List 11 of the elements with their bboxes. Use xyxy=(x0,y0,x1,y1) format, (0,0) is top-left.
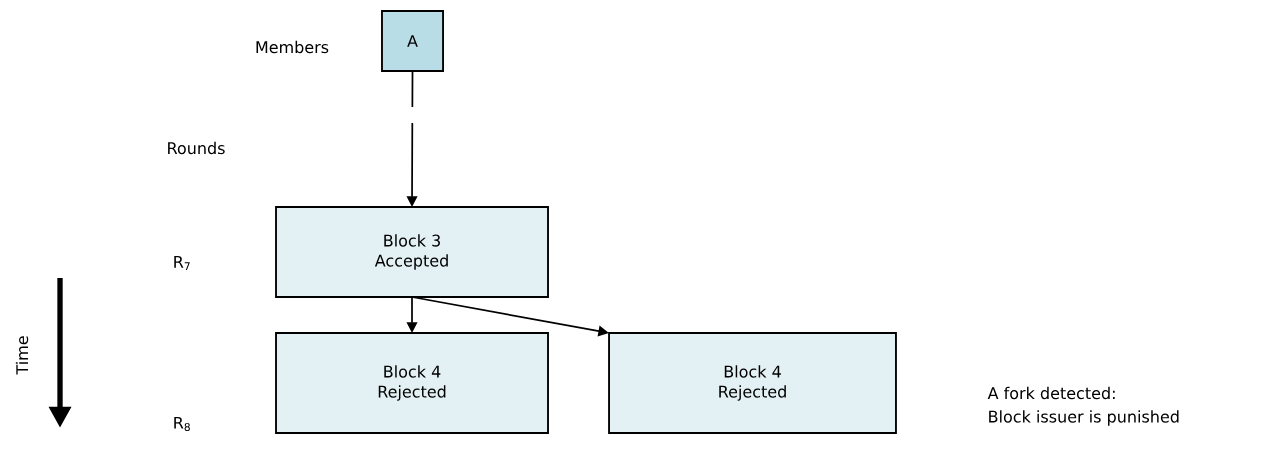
row-label: Members xyxy=(256,40,329,54)
note-text: A fork detected: xyxy=(987,386,1115,400)
block-box: Block 3 Accepted xyxy=(275,206,549,298)
member-box: A xyxy=(381,10,444,72)
block-box: Block 4 Rejected xyxy=(275,332,549,434)
note-text: Block issuer is punished xyxy=(989,410,1179,426)
block-box: Block 4 Rejected xyxy=(608,332,897,434)
round-label: R$_{7}$ xyxy=(174,255,190,271)
axis-label: Time xyxy=(15,336,29,375)
row-label: Rounds xyxy=(168,141,225,155)
round-label: R$_{8}$ xyxy=(174,416,190,432)
